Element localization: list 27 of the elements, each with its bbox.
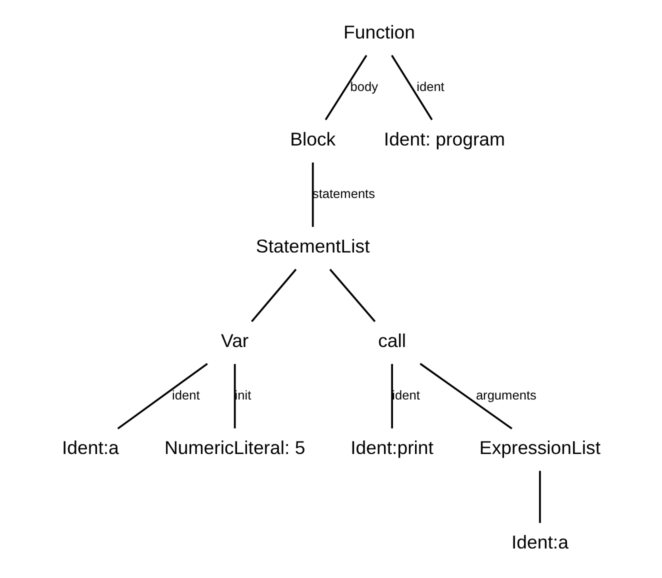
node-text: NumericLiteral: 5 (164, 437, 305, 458)
connector (250, 268, 296, 322)
connector (233, 364, 236, 428)
node-text: ExpressionList (478, 437, 600, 458)
edge-label: arguments (475, 387, 536, 402)
connector (419, 362, 512, 430)
edge-label: ident (416, 78, 444, 94)
node-text: Ident:print (350, 437, 433, 458)
node-text: StatementList (255, 236, 370, 257)
edge-label: ident (172, 387, 200, 402)
connector (324, 54, 367, 120)
connector (116, 362, 208, 430)
connector (311, 162, 314, 227)
connector (538, 470, 540, 523)
connector (390, 364, 392, 428)
node-text: Ident:a (510, 531, 568, 552)
connector (390, 54, 432, 120)
node-text: call (378, 330, 406, 351)
node-text: Ident: program (383, 128, 505, 150)
edge-label: body (350, 78, 378, 94)
node-text: Block (290, 128, 336, 150)
edge-label: ident (392, 387, 420, 402)
connector (328, 268, 376, 322)
node-text: Ident:a (61, 437, 118, 458)
edge-label: init (234, 387, 251, 402)
node-text: Function (343, 21, 414, 42)
node-text: Var (220, 330, 248, 351)
